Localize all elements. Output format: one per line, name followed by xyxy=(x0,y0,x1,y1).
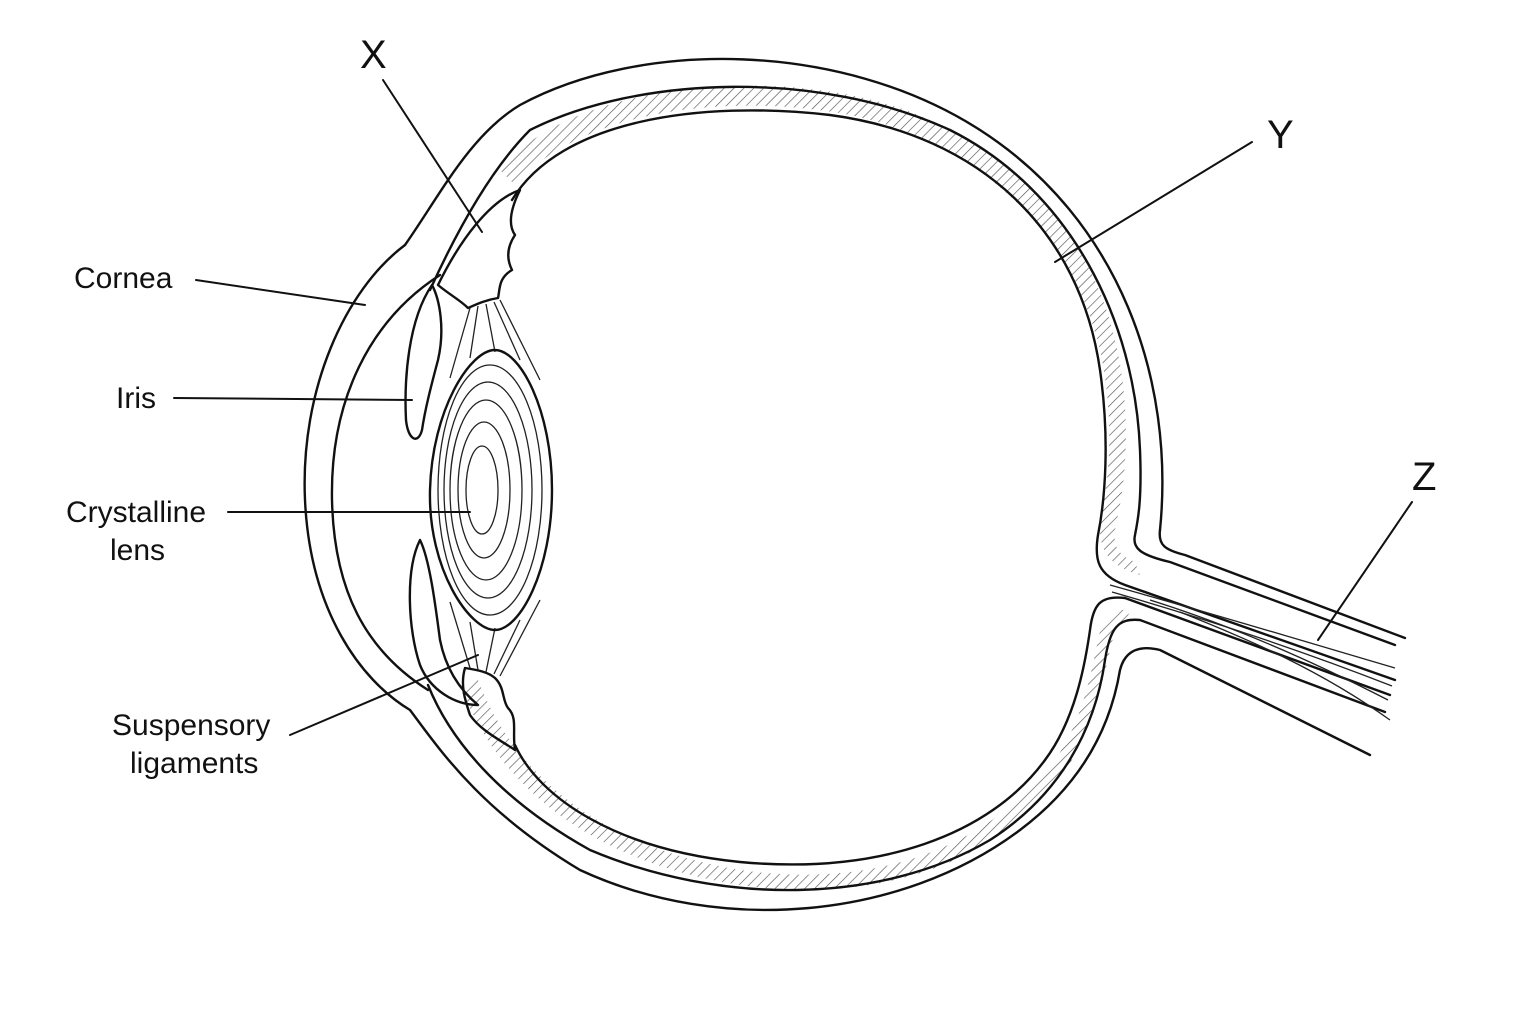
optic-nerve-fibre xyxy=(1109,584,1396,669)
optic-nerve-fibre xyxy=(1111,591,1393,687)
suspensory-ligaments-upper xyxy=(449,299,541,381)
label-suspensory-line1: Suspensory xyxy=(112,709,270,742)
label-lens-line2: lens xyxy=(110,534,165,567)
label-iris: Iris xyxy=(116,382,156,415)
leader-iris xyxy=(173,397,413,401)
retina-inner-bottom xyxy=(513,596,1392,866)
choroid-band-lower xyxy=(462,609,1130,890)
retina-inner xyxy=(510,109,1397,682)
optic-nerve-fibre xyxy=(1179,611,1391,721)
leader-x xyxy=(382,79,483,233)
leader-y xyxy=(1054,141,1253,263)
label-cornea: Cornea xyxy=(74,262,173,295)
iris-upper xyxy=(404,283,443,440)
label-lens-line1: Crystalline xyxy=(66,496,206,529)
label-x: X xyxy=(360,33,387,77)
suspensory-ligaments-lower xyxy=(449,599,541,677)
ciliary-body-lower xyxy=(461,666,517,752)
label-suspensory-line2: ligaments xyxy=(130,747,258,780)
sclera-inner-bottom xyxy=(426,618,1387,892)
leader-suspensory xyxy=(289,654,479,736)
crystalline-lens xyxy=(428,348,554,632)
sclera-inner xyxy=(428,85,1397,647)
optic-nerve-fibre xyxy=(1149,599,1389,701)
leader-cornea xyxy=(195,279,366,306)
label-y: Y xyxy=(1267,113,1294,157)
ciliary-body-upper xyxy=(436,188,522,310)
cornea-inner xyxy=(330,273,442,692)
choroid-band xyxy=(500,85,1140,575)
label-z: Z xyxy=(1412,455,1436,499)
sclera-outer xyxy=(303,57,1372,912)
sclera-outer-top-nerve xyxy=(1158,528,1407,640)
leader-z xyxy=(1317,501,1413,641)
iris-lower xyxy=(408,538,480,707)
